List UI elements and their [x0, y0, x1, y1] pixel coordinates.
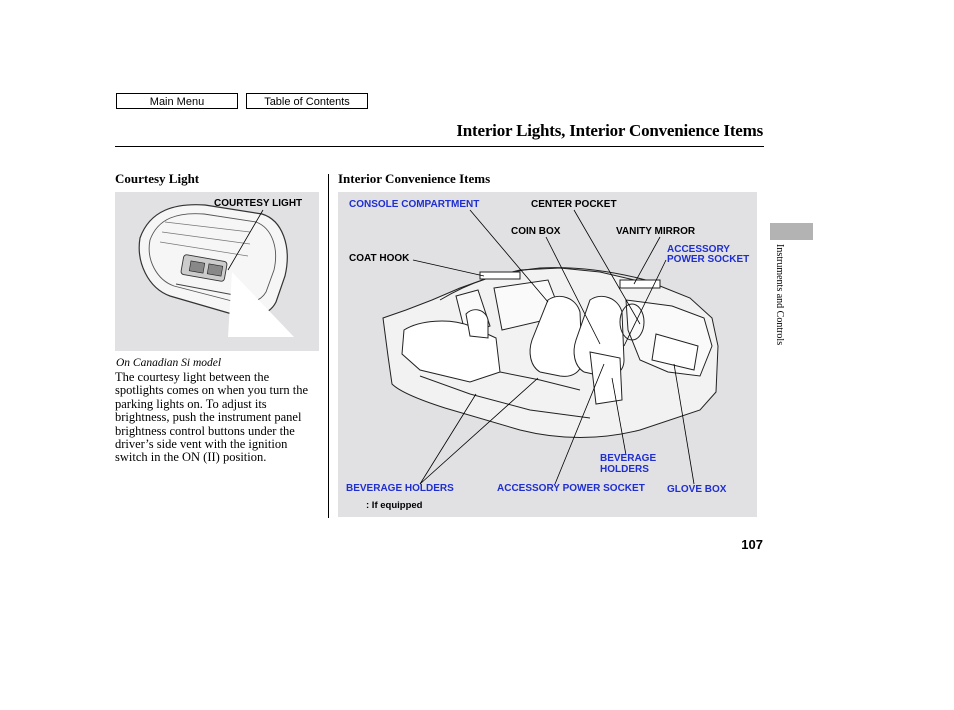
courtesy-light-description: The courtesy light between the spotlight… [115, 370, 309, 465]
glove-box-label: GLOVE BOX [667, 484, 727, 495]
figure-caption: On Canadian Si model [116, 357, 222, 369]
beverage-holders-right-label-line2: HOLDERS [600, 464, 649, 475]
table-of-contents-button[interactable]: Table of Contents [246, 93, 368, 109]
beverage-holders-right-label: BEVERAGE [600, 453, 657, 464]
section-tab-label: Instruments and Controls [774, 244, 785, 346]
page-number: 107 [741, 537, 763, 552]
coin-box-label: COIN BOX [511, 226, 561, 237]
main-menu-button[interactable]: Main Menu [116, 93, 238, 109]
title-divider [115, 146, 764, 147]
vanity-mirror-label: VANITY MIRROR [616, 226, 696, 237]
beverage-holders-label: BEVERAGE HOLDERS [346, 483, 454, 494]
if-equipped-footnote: : If equipped [366, 500, 423, 511]
coat-hook-label: COAT HOOK [349, 253, 410, 264]
accessory-power-socket-top-label: ACCESSORY [667, 244, 730, 255]
console-compartment-label: CONSOLE COMPARTMENT [349, 199, 480, 210]
section-tab-marker [770, 223, 813, 240]
center-pocket-label: CENTER POCKET [531, 199, 617, 210]
page-title: Interior Lights, Interior Convenience It… [456, 121, 763, 140]
accessory-power-socket-label: ACCESSORY POWER SOCKET [497, 483, 645, 494]
accessory-power-socket-top-label-line2: POWER SOCKET [667, 254, 750, 265]
column-divider [328, 174, 329, 518]
interior-convenience-heading: Interior Convenience Items [338, 171, 491, 186]
courtesy-light-callout: COURTESY LIGHT [214, 198, 303, 209]
courtesy-light-heading: Courtesy Light [115, 171, 200, 186]
